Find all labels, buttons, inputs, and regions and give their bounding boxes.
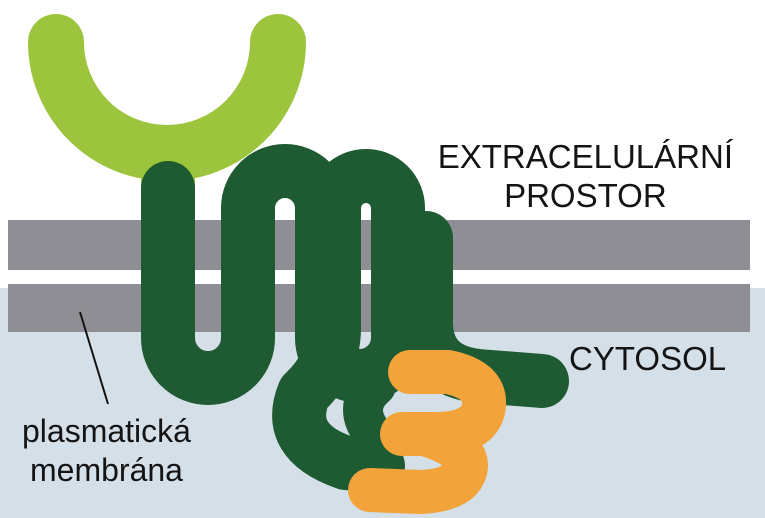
extracellular-space-label: EXTRACELULÁRNÍ PROSTOR	[438, 137, 733, 215]
cytosol-label: CYTOSOL	[569, 339, 726, 378]
extracellular-label-line-2: PROSTOR	[438, 176, 733, 215]
inner-dark-loop	[363, 386, 376, 438]
membrane-label-line-1: plasmatická	[22, 412, 191, 451]
plasma-membrane-label: plasmatická membrána	[22, 412, 191, 490]
receptor-binding-domain	[56, 42, 278, 153]
membrane-label-line-2: membrána	[22, 451, 191, 490]
extracellular-label-line-1: EXTRACELULÁRNÍ	[438, 137, 733, 176]
